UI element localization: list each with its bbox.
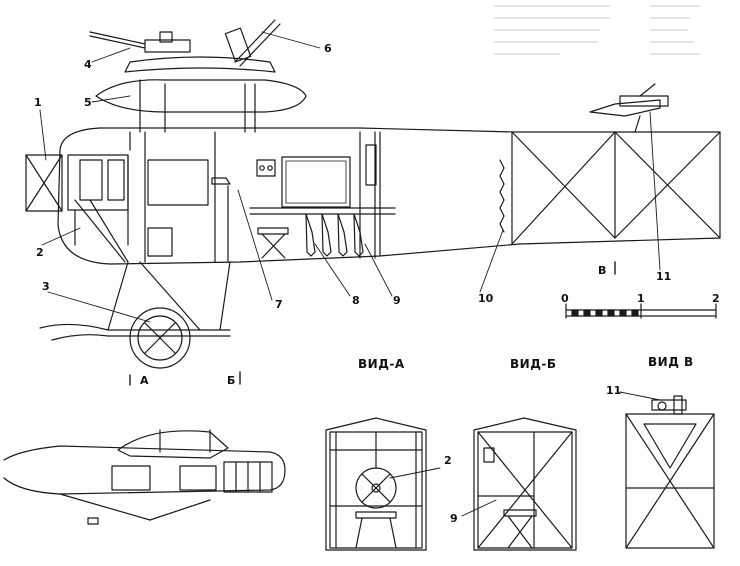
scale-bar	[565, 303, 717, 319]
view-label-b: ВИД-Б	[510, 357, 557, 371]
view-v-callout: 11	[606, 384, 621, 397]
view-a-callout: 2	[444, 454, 452, 467]
landing-gear	[39, 261, 231, 369]
scale-tick-0: 0	[561, 292, 569, 305]
callout-11: 11	[656, 270, 671, 283]
machine-gun-11	[589, 83, 669, 133]
fuselage-top-view	[3, 429, 286, 525]
callout-labels: 1 2 3 4 5 6 7 8 9 10 11 ВИД-А ВИД-Б ВИД …	[34, 42, 720, 525]
view-b-drawing	[473, 417, 577, 551]
view-label-a: ВИД-А	[358, 357, 405, 371]
marker-b: Б	[227, 374, 235, 387]
scale-tick-2: 2	[712, 292, 720, 305]
callout-9: 9	[393, 294, 401, 307]
leader-lines	[39, 31, 661, 517]
scale-tick-1: 1	[637, 292, 645, 305]
callout-6: 6	[324, 42, 332, 55]
cabin-seat	[147, 227, 173, 257]
callout-2: 2	[36, 246, 44, 259]
section-markers	[129, 261, 616, 386]
callout-3: 3	[42, 280, 50, 293]
fuselage-side-view	[25, 19, 721, 369]
cabin-window-2	[281, 156, 351, 208]
callout-10: 10	[478, 292, 494, 305]
spec-table	[493, 5, 701, 55]
callout-4: 4	[84, 58, 92, 71]
callout-1: 1	[34, 96, 42, 109]
upper-nacelle	[95, 79, 307, 133]
wheel	[129, 307, 191, 369]
view-b-callout: 9	[450, 512, 458, 525]
view-label-v: ВИД В	[648, 355, 694, 369]
machine-gun-6	[224, 19, 281, 67]
fuselage-outline	[57, 127, 721, 265]
marker-v: В	[598, 264, 606, 277]
callout-5: 5	[84, 96, 92, 109]
machine-gun-4	[89, 31, 191, 53]
view-v-drawing	[625, 395, 715, 549]
nose-box	[25, 154, 63, 212]
bombs	[305, 213, 364, 257]
callout-8: 8	[352, 294, 360, 307]
marker-a: А	[140, 374, 149, 387]
cabin-window-1	[147, 159, 209, 206]
crew-stool	[257, 227, 289, 259]
view-a-drawing	[325, 417, 427, 551]
callout-7: 7	[275, 298, 283, 311]
